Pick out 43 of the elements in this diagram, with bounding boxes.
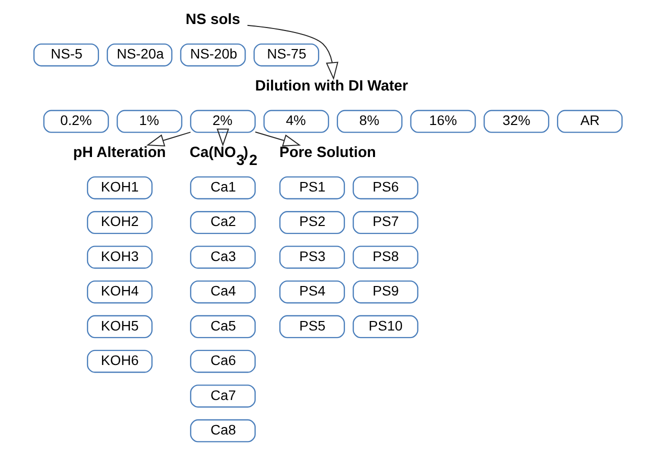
node-box: Ca2 — [190, 211, 256, 234]
node-box: NS-75 — [253, 43, 319, 66]
node-box: KOH4 — [86, 280, 152, 304]
node-box: Ca4 — [190, 280, 256, 304]
node-box: 1% — [116, 110, 182, 133]
node-box: 16% — [410, 110, 476, 133]
arrow — [254, 132, 300, 146]
node-box: 32% — [483, 110, 549, 133]
node-box: PS5 — [278, 315, 344, 338]
node-text: Dilution with DI Water — [254, 78, 408, 95]
node-box: NS-20a — [106, 43, 172, 66]
node-box: PS2 — [278, 211, 344, 234]
node-box: PS9 — [352, 280, 418, 304]
node-box: Ca6 — [190, 350, 256, 373]
node-box: Ca3 — [190, 246, 256, 269]
node-box: PS8 — [352, 246, 418, 269]
arrow — [246, 24, 338, 80]
node-box: Ca5 — [190, 315, 256, 338]
node-box: PS4 — [278, 280, 344, 304]
node-box: 4% — [262, 110, 329, 133]
arrow — [216, 128, 229, 146]
node-text: Pore Solution — [278, 145, 376, 162]
node-box: PS1 — [278, 176, 344, 200]
node-box: NS-5 — [32, 43, 99, 66]
node-box: Ca7 — [190, 384, 256, 408]
node-box: KOH1 — [86, 176, 152, 200]
node-text: NS sols — [185, 12, 240, 28]
node-box: PS6 — [352, 176, 418, 200]
arrow — [146, 132, 191, 146]
node-box: PS7 — [352, 211, 418, 234]
node-box: AR — [556, 110, 622, 133]
node-box: Ca1 — [190, 176, 256, 200]
node-box: KOH5 — [86, 315, 152, 338]
node-box: PS3 — [278, 246, 344, 269]
node-box: KOH2 — [86, 211, 152, 234]
node-box: KOH6 — [86, 350, 152, 373]
node-box: KOH3 — [86, 246, 152, 269]
node-box: PS10 — [352, 315, 418, 338]
node-box: Ca8 — [190, 419, 256, 442]
node-box: 8% — [336, 110, 402, 133]
node-text: pH Alteration — [72, 145, 166, 162]
node-box: 0.2% — [42, 110, 108, 133]
node-box: NS-20b — [180, 43, 246, 66]
